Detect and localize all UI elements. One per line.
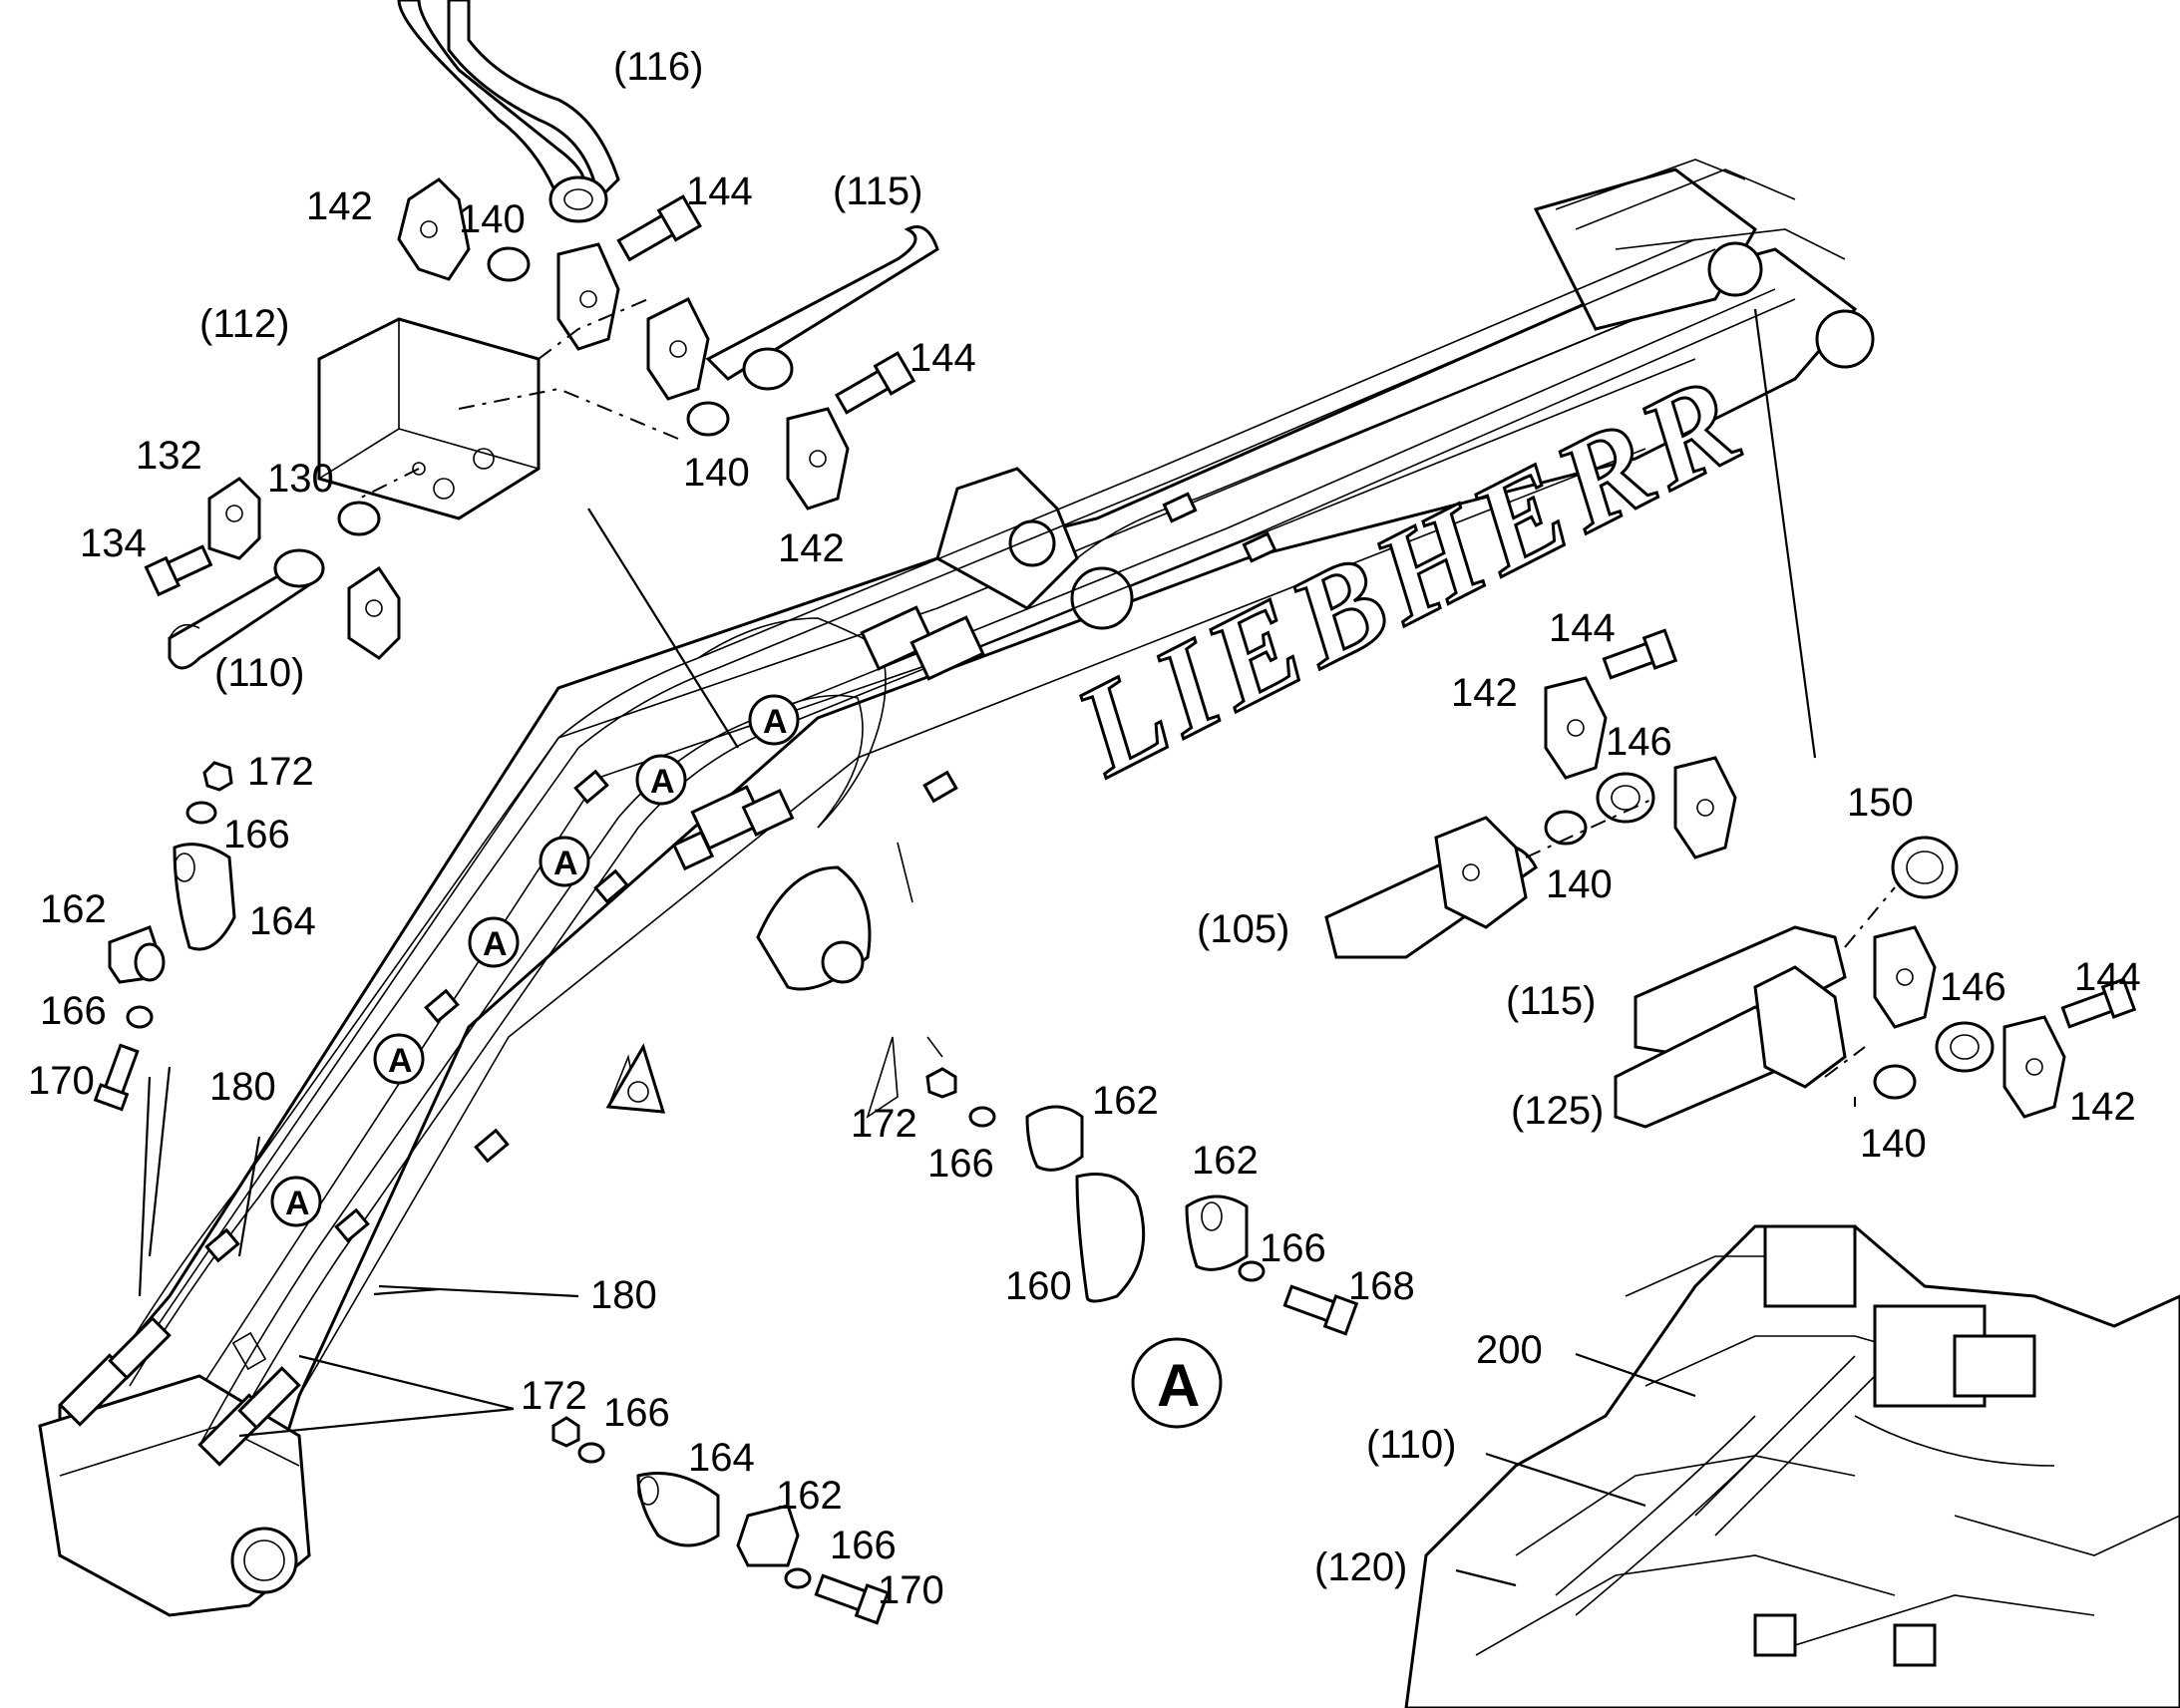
- label-142-d: 142: [2069, 1085, 2136, 1129]
- svg-text:A: A: [763, 703, 788, 741]
- label-144-d: 144: [2074, 955, 2141, 999]
- svg-text:A: A: [553, 845, 578, 882]
- label-146-a: 146: [1606, 720, 1672, 764]
- label-172-b: 172: [851, 1102, 917, 1146]
- label-162-d: 162: [776, 1474, 843, 1518]
- callout-a-5: A: [635, 754, 687, 806]
- label-130: 130: [267, 457, 334, 501]
- label-125: (125): [1511, 1089, 1604, 1133]
- label-164-b: 164: [688, 1436, 755, 1480]
- callout-a-6: A: [748, 694, 800, 746]
- label-144-c: 144: [1549, 606, 1616, 650]
- flange-assembly-top: [144, 0, 939, 749]
- label-140-d: 140: [1860, 1122, 1927, 1166]
- detail-a-letter: A: [1157, 1352, 1200, 1419]
- clamp-assembly-bottom: [551, 1416, 891, 1625]
- label-132: 132: [136, 434, 202, 478]
- uppercarriage-view: [1404, 1224, 2180, 1708]
- svg-text:A: A: [650, 763, 675, 801]
- label-180-b: 180: [590, 1273, 657, 1317]
- label-115-right: (115): [1506, 979, 1596, 1023]
- label-150: 150: [1847, 781, 1914, 825]
- label-110-top: (110): [214, 651, 304, 695]
- label-144-b: 144: [909, 336, 976, 380]
- label-162-a: 162: [40, 887, 107, 931]
- label-140-c: 140: [1546, 862, 1613, 906]
- label-172-c: 172: [521, 1374, 587, 1418]
- callout-a-1: A: [270, 1176, 322, 1227]
- label-144-a: 144: [686, 170, 753, 213]
- label-166-d: 166: [1260, 1226, 1326, 1270]
- svg-text:A: A: [388, 1042, 413, 1080]
- label-142-b: 142: [778, 526, 845, 570]
- label-166-e: 166: [603, 1391, 670, 1435]
- label-105: (105): [1197, 907, 1289, 951]
- label-170-b: 170: [878, 1568, 944, 1612]
- callout-markers: A A A A A A: [270, 694, 800, 1227]
- label-162-c: 162: [1192, 1139, 1259, 1183]
- leader-lines: [238, 1287, 515, 1438]
- detail-a-clamp: A: [925, 1067, 1359, 1429]
- label-116: (116): [613, 45, 703, 89]
- hose-routing: [58, 238, 1796, 1467]
- label-180-a: 180: [209, 1065, 276, 1109]
- part-labels: (116) (115) (112) (110) (105) (115) (125…: [28, 45, 2141, 1612]
- label-166-c: 166: [927, 1142, 994, 1186]
- label-142-a: 142: [306, 184, 373, 228]
- label-160: 160: [1005, 1264, 1072, 1308]
- callout-a-3: A: [468, 916, 520, 968]
- label-168: 168: [1348, 1264, 1415, 1308]
- label-112: (112): [199, 302, 289, 346]
- label-115-top: (115): [833, 170, 922, 213]
- label-142-c: 142: [1451, 671, 1518, 715]
- label-140-b: 140: [683, 451, 750, 495]
- label-166-a: 166: [223, 813, 290, 856]
- label-120: (120): [1314, 1545, 1407, 1589]
- label-110-bottom: (110): [1366, 1423, 1456, 1467]
- svg-text:A: A: [285, 1185, 310, 1222]
- callout-a-2: A: [373, 1033, 425, 1085]
- label-166-b: 166: [40, 989, 107, 1033]
- label-172-a: 172: [247, 750, 314, 794]
- label-146-b: 146: [1940, 965, 2006, 1009]
- callout-a-4: A: [539, 836, 590, 887]
- label-140-a: 140: [459, 197, 526, 241]
- clamp-assembly-left: [93, 761, 579, 1298]
- label-170-a: 170: [28, 1059, 95, 1103]
- label-162-b: 162: [1092, 1079, 1159, 1123]
- flange-assembly-right: [1324, 308, 2137, 1129]
- svg-text:A: A: [483, 925, 508, 963]
- label-164-a: 164: [249, 899, 316, 943]
- label-134: 134: [80, 521, 147, 565]
- label-166-f: 166: [830, 1524, 897, 1567]
- label-200: 200: [1476, 1328, 1543, 1372]
